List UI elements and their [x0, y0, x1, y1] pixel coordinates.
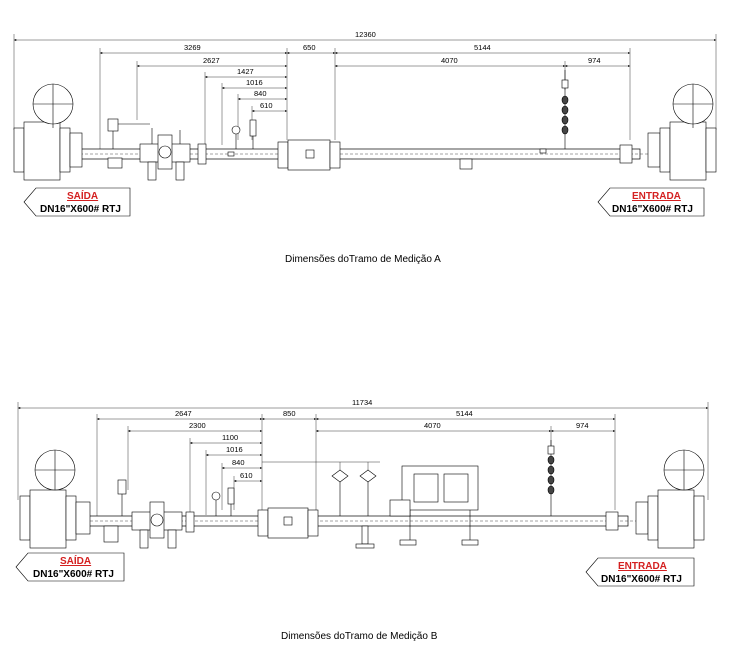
outlet-spec-b: DN16"X600# RTJ	[33, 569, 114, 580]
meter-skid-a	[107, 118, 257, 181]
outlet-valve-b	[19, 449, 127, 549]
outlet-title-a: SAÍDA	[67, 189, 98, 202]
inlet-label-a: ENTRADA DN16"X600# RTJ	[597, 187, 705, 217]
temperature-assembly-a	[561, 70, 569, 149]
inlet-title-a: ENTRADA	[632, 191, 681, 202]
dim-right-inner-a: 4070	[441, 56, 458, 65]
dim-inner-5-a: 610	[260, 101, 273, 110]
dim-right-inner-b: 4070	[424, 421, 441, 430]
dim-inner-4-a: 840	[254, 89, 267, 98]
dim-mid-a: 650	[303, 43, 316, 52]
dim-inner-3-b: 1016	[226, 445, 243, 454]
dim-right-main-a: 5144	[474, 43, 491, 52]
dim-mid-b: 850	[283, 409, 296, 418]
outlet-title-b: SAÍDA	[60, 554, 91, 567]
dim-inner-1-b: 2300	[189, 421, 206, 430]
analyzer-shelter-b	[389, 465, 479, 546]
dim-inner-5-b: 610	[240, 471, 253, 480]
dim-inner-2-b: 1100	[222, 433, 238, 442]
diagram-b: 11734 2647 850 5144 2300 4070 974 1100	[15, 398, 709, 642]
outlet-label-b: SAÍDA DN16"X600# RTJ	[15, 552, 125, 582]
dim-inner-3-a: 1016	[246, 78, 263, 87]
inlet-spec-a: DN16"X600# RTJ	[612, 204, 693, 215]
dim-left-main-b: 2647	[175, 409, 192, 418]
dim-inner-1-a: 2627	[203, 56, 220, 65]
inlet-valve-b	[605, 449, 705, 549]
dim-total-a: 12360	[355, 30, 376, 39]
meter-skid-b	[131, 487, 235, 549]
inlet-label-b: ENTRADA DN16"X600# RTJ	[585, 557, 695, 587]
dimension-lines-a: 12360 3269 650 5144 2627 4070 974 1	[13, 30, 717, 150]
dim-right-small-a: 974	[588, 56, 601, 65]
dim-right-main-b: 5144	[456, 409, 473, 418]
caption-b: Dimensões doTramo de Medição B	[281, 631, 438, 642]
outlet-label-a: SAÍDA DN16"X600# RTJ	[23, 187, 131, 217]
sampling-panel-b	[331, 469, 377, 549]
dim-right-small-b: 974	[576, 421, 589, 430]
dimension-lines-b: 11734 2647 850 5144 2300 4070 974 1100	[17, 398, 709, 520]
diagram-a: 12360 3269 650 5144 2627 4070 974 1	[13, 30, 717, 265]
pipe-supports-a	[459, 148, 547, 170]
outlet-valve-a	[13, 83, 123, 181]
inlet-valve-a	[619, 83, 717, 181]
meter-body-b	[257, 507, 319, 539]
inlet-spec-b: DN16"X600# RTJ	[601, 574, 682, 585]
outlet-spec-a: DN16"X600# RTJ	[40, 204, 121, 215]
inlet-title-b: ENTRADA	[618, 561, 667, 572]
temperature-assembly-b	[547, 440, 555, 516]
meter-body-a	[277, 139, 341, 171]
caption-a: Dimensões doTramo de Medição A	[285, 254, 441, 265]
dim-left-main-a: 3269	[184, 43, 201, 52]
dim-inner-2-a: 1427	[237, 67, 254, 76]
dim-total-b: 11734	[352, 398, 372, 407]
dim-inner-4-b: 840	[232, 458, 245, 467]
